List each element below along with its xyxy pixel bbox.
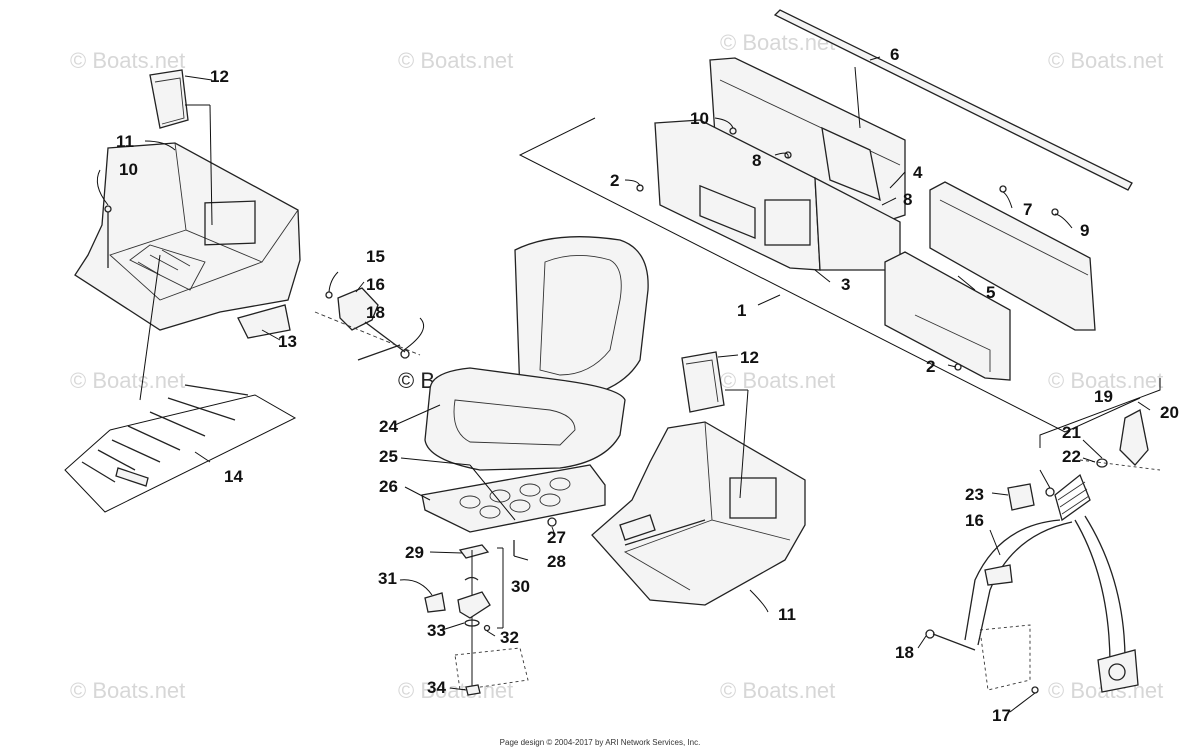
watermark: © Boats.net bbox=[720, 368, 835, 393]
callout-numbers: 1 2 2 3 4 5 6 7 8 8 9 10 10 11 11 12 12 … bbox=[116, 45, 1179, 725]
callout-label: 15 bbox=[366, 247, 385, 266]
callout-label: 33 bbox=[427, 621, 446, 640]
callout-label: 30 bbox=[511, 577, 530, 596]
watermark: © Boats.net bbox=[70, 48, 185, 73]
callout-label: 9 bbox=[1080, 221, 1089, 240]
callout-label: 21 bbox=[1062, 423, 1081, 442]
callout-label: 22 bbox=[1062, 447, 1081, 466]
seat bbox=[421, 236, 649, 533]
callout-label: 28 bbox=[547, 552, 566, 571]
callout-label: 8 bbox=[903, 190, 912, 209]
callout-label: 2 bbox=[926, 357, 935, 376]
callout-label: 26 bbox=[379, 477, 398, 496]
callout-label: 16 bbox=[366, 275, 385, 294]
callout-label: 12 bbox=[740, 348, 759, 367]
seatbelt-buckle-left bbox=[314, 287, 421, 361]
tool-kit bbox=[64, 384, 297, 513]
callout-label: 29 bbox=[405, 543, 424, 562]
watermark: © Boats.net bbox=[720, 678, 835, 703]
callout-label: 19 bbox=[1094, 387, 1113, 406]
watermark: © Boats.net bbox=[1048, 368, 1163, 393]
latch-hardware bbox=[424, 517, 557, 696]
callout-label: 14 bbox=[224, 467, 243, 486]
callout-label: 31 bbox=[378, 569, 397, 588]
callout-label: 10 bbox=[690, 109, 709, 128]
callout-label: 32 bbox=[500, 628, 519, 647]
callout-label: 12 bbox=[210, 67, 229, 86]
watermark: © Boats.net bbox=[1048, 48, 1163, 73]
callout-label: 4 bbox=[913, 163, 923, 182]
callout-label: 11 bbox=[116, 132, 134, 151]
callout-label: 16 bbox=[965, 511, 984, 530]
callout-label: 20 bbox=[1160, 403, 1179, 422]
rear-panel-assembly bbox=[518, 9, 1141, 433]
callout-label: 23 bbox=[965, 485, 984, 504]
callout-label: 25 bbox=[379, 447, 398, 466]
callout-label: 17 bbox=[992, 706, 1011, 725]
callout-label: 8 bbox=[752, 151, 761, 170]
seatbelt-assembly-right bbox=[925, 378, 1161, 694]
callout-label: 5 bbox=[986, 283, 995, 302]
callout-label: 18 bbox=[366, 303, 385, 322]
callout-label: 11 bbox=[778, 605, 796, 624]
callout-label: 1 bbox=[737, 301, 746, 320]
watermarks: © Boats.net © Boats.net © Boats.net © Bo… bbox=[70, 30, 1163, 703]
callout-label: 13 bbox=[278, 332, 297, 351]
callout-label: 6 bbox=[890, 45, 899, 64]
callout-label: 3 bbox=[841, 275, 850, 294]
callout-label: 7 bbox=[1023, 200, 1032, 219]
storage-bin-left bbox=[74, 69, 301, 339]
watermark: © Boats.net bbox=[70, 368, 185, 393]
leader-lines bbox=[96, 56, 1151, 713]
callout-label: 34 bbox=[427, 678, 446, 697]
watermark: © Boats.net bbox=[70, 678, 185, 703]
callout-label: 18 bbox=[895, 643, 914, 662]
callout-label: 24 bbox=[379, 417, 398, 436]
callout-label: 27 bbox=[547, 528, 566, 547]
callout-label: 2 bbox=[610, 171, 619, 190]
storage-bin-right bbox=[591, 351, 806, 606]
watermark: © Boats.net bbox=[398, 48, 513, 73]
callout-label: 10 bbox=[119, 160, 138, 179]
copyright-footer: Page design © 2004-2017 by ARI Network S… bbox=[499, 738, 701, 747]
watermark: © Boats.net bbox=[398, 678, 513, 703]
